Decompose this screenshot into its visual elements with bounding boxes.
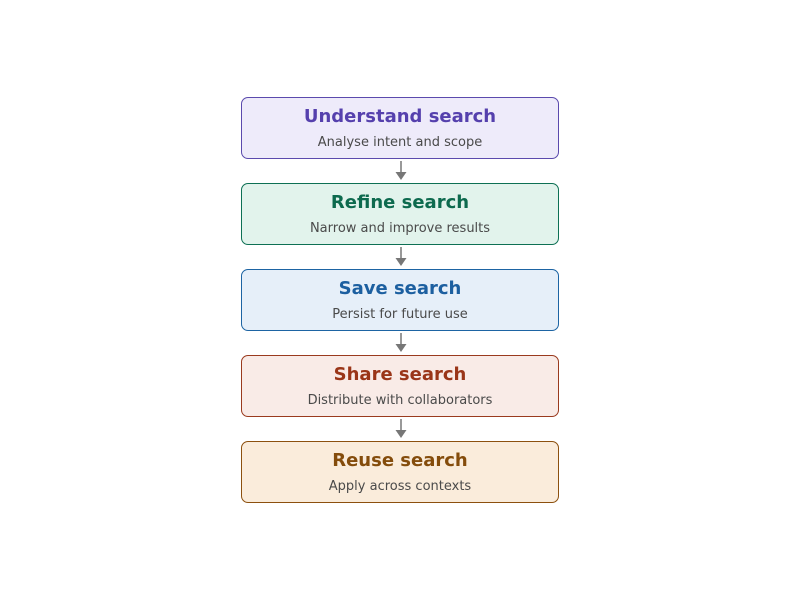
step-description: Analyse intent and scope [317, 135, 483, 150]
step-understand-search: Understand search Analyse intent and sco… [241, 97, 559, 159]
step-reuse-search: Reuse search Apply across contexts [241, 441, 559, 503]
arrow-down-icon [395, 247, 407, 266]
arrow-down-icon [395, 161, 407, 180]
step-title: Save search [338, 278, 462, 299]
step-title: Share search [333, 364, 467, 385]
step-description: Narrow and improve results [309, 221, 491, 236]
step-refine-search: Refine search Narrow and improve results [241, 183, 559, 245]
step-description: Distribute with collaborators [307, 393, 493, 408]
step-save-search: Save search Persist for future use [241, 269, 559, 331]
step-title: Reuse search [332, 450, 468, 471]
arrow-down-icon [395, 419, 407, 438]
step-title: Understand search [303, 106, 497, 127]
step-share-search: Share search Distribute with collaborato… [241, 355, 559, 417]
step-description: Apply across contexts [328, 479, 472, 494]
arrow-down-icon [395, 333, 407, 352]
step-description: Persist for future use [332, 307, 468, 322]
step-title: Refine search [330, 192, 470, 213]
